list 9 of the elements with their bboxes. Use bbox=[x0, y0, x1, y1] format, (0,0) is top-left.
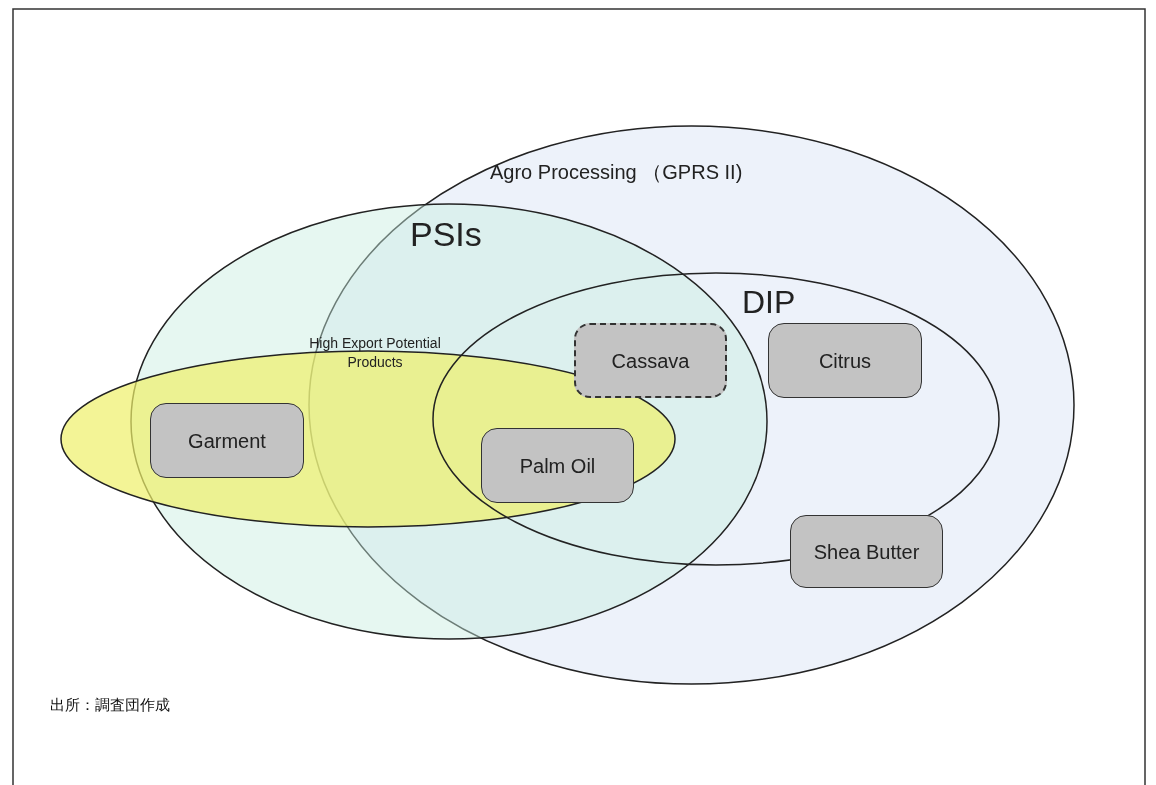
product-box: Cassava bbox=[574, 323, 727, 398]
source-caption: 出所：調査団作成 bbox=[50, 696, 170, 715]
region-label: PSIs bbox=[410, 215, 482, 254]
product-box: Palm Oil bbox=[481, 428, 634, 503]
region-label: High Export Potential Products bbox=[308, 334, 442, 372]
product-box: Shea Butter bbox=[790, 515, 943, 588]
region-label: Agro Processing （GPRS II) bbox=[490, 160, 743, 185]
product-box: Citrus bbox=[768, 323, 922, 398]
region-label: DIP bbox=[742, 284, 796, 321]
